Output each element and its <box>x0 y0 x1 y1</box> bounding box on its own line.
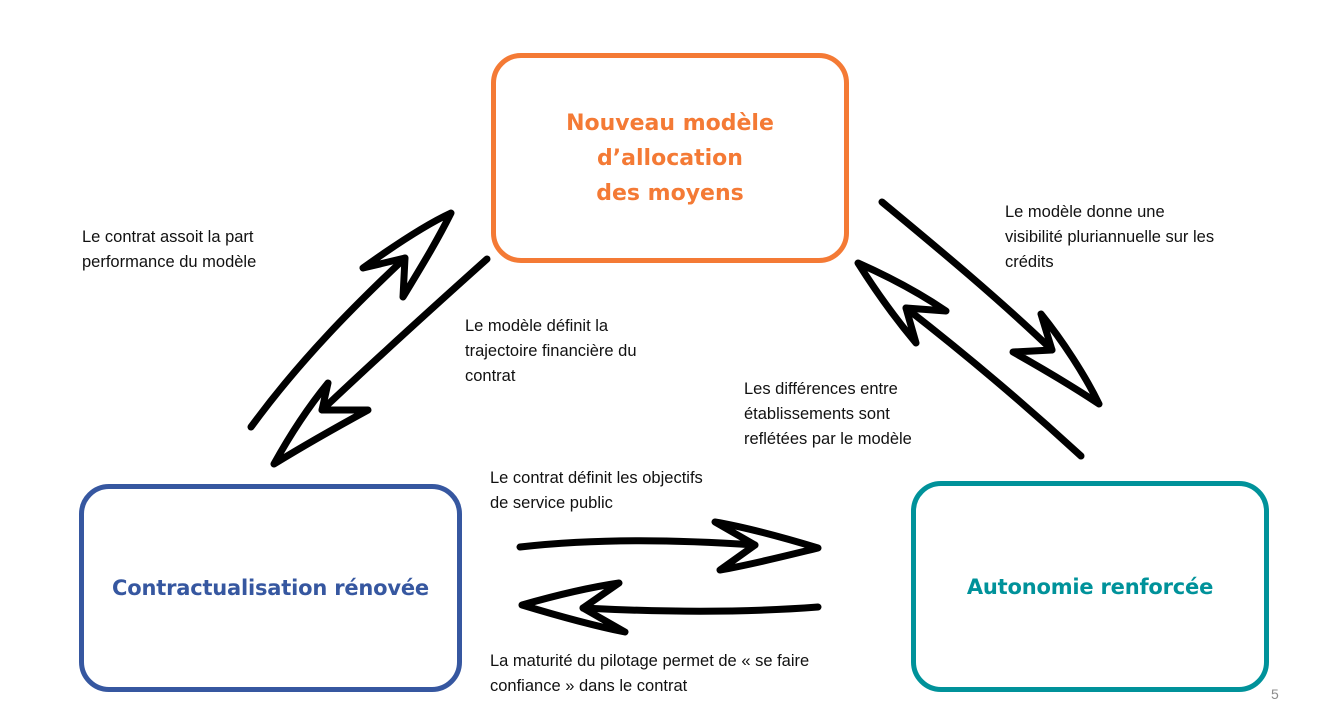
edge-label-model-to-contract: Le modèle définit la trajectoire financi… <box>465 317 637 385</box>
arrow-shaft <box>902 304 1085 460</box>
arrow-head <box>854 259 950 347</box>
arrow-model-to-contract <box>270 255 491 468</box>
arrow-shaft <box>247 254 409 431</box>
arrow-head <box>270 379 372 468</box>
arrow-head <box>711 518 822 574</box>
node-model-title: Nouveau modèle d’allocation des moyens <box>566 110 774 206</box>
arrow-shaft <box>579 603 822 615</box>
edge-label-contract-to-model: Le contrat assoit la part performance du… <box>82 228 257 271</box>
arrow-contract-to-model <box>247 209 455 431</box>
arrow-shaft <box>516 537 759 551</box>
arrow-shaft <box>318 255 491 414</box>
node-autonomy-title: Autonomie renforcée <box>966 574 1214 599</box>
arrow-contract-to-autonomy <box>516 518 822 574</box>
arrow-shaft <box>878 198 1056 354</box>
page-number: 5 <box>1271 686 1279 702</box>
node-model: Nouveau modèle d’allocation des moyens <box>491 53 849 263</box>
arrow-head <box>518 579 629 636</box>
node-contract-title: Contractualisation rénovée <box>112 576 429 600</box>
arrow-autonomy-to-model <box>854 259 1085 460</box>
edge-label-contract-to-autonomy: Le contrat définit les objectifs de serv… <box>490 469 703 512</box>
edge-label-autonomy-to-model: Les différences entre établissements son… <box>744 380 912 448</box>
arrow-autonomy-to-contract <box>518 579 822 636</box>
edge-label-model-to-autonomy: Le modèle donne une visibilité pluriannu… <box>1005 203 1215 271</box>
node-contract: Contractualisation rénovée <box>79 484 462 692</box>
arrow-head <box>359 209 455 301</box>
arrow-head <box>1009 310 1103 408</box>
node-autonomy: Autonomie renforcée <box>911 481 1269 692</box>
arrow-model-to-autonomy <box>878 198 1103 408</box>
edge-label-autonomy-to-contract: La maturité du pilotage permet de « se f… <box>490 652 810 695</box>
